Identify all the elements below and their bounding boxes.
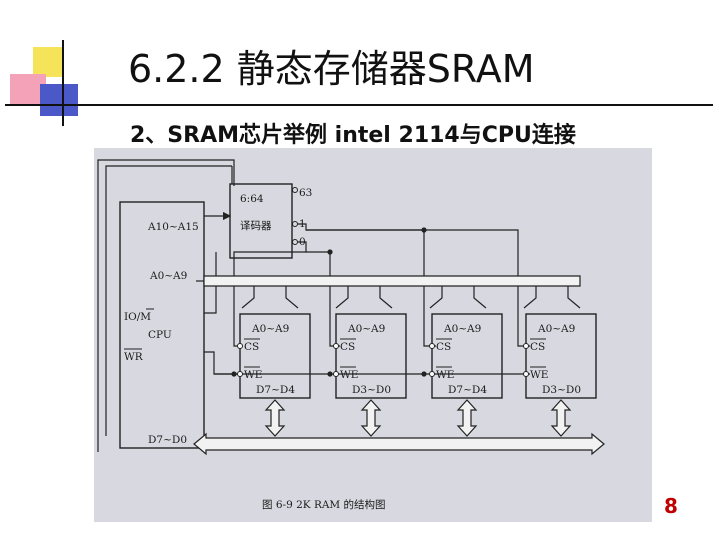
feedback-wires [97,159,235,452]
decoder-out-63: 63 [299,187,312,199]
circuit-diagram-photo: A10~A15 A0~A9 IO/M CPU WR D7~D0 6:64 译码器… [94,148,652,522]
chip-3-cs-label: CS [436,341,451,353]
address-and-control-wires [204,211,530,377]
decoder-ratio-label: 6:64 [240,193,264,205]
page-number: 8 [664,494,678,518]
cpu-io-m-label: IO/M [124,311,151,323]
chip-1-addr-label: A0~A9 [251,323,289,335]
memory-chip-2: A0~A9 CS WE D3~D0 [333,313,407,399]
chip-2-data-label: D3~D0 [352,384,391,396]
memory-chip-3: A0~A9 CS WE D7~D4 [429,313,503,399]
circuit-diagram: A10~A15 A0~A9 IO/M CPU WR D7~D0 6:64 译码器… [94,148,652,522]
cpu-name-label: CPU [148,329,172,341]
cpu-addr-lo-label: A0~A9 [149,270,187,282]
chip-3-addr-label: A0~A9 [443,323,481,335]
chip-2-we-label: WE [340,369,358,381]
slide-title: 6.2.2 静态存储器SRAM [128,47,535,91]
cpu-block: A10~A15 A0~A9 IO/M CPU WR D7~D0 [119,201,205,449]
slide-subtitle: 2、SRAM芯片举例 intel 2114与CPU连接 [130,123,576,148]
chip-2-addr-label: A0~A9 [347,323,385,335]
address-bus [196,275,581,309]
cpu-wr-label: WR [124,351,144,363]
cpu-addr-hi-label: A10~A15 [147,221,199,233]
chip-3-we-label: WE [436,369,454,381]
figure-caption: 图 6-9 2K RAM 的结构图 [262,498,386,511]
chip-3-data-label: D7~D4 [448,384,487,396]
horizontal-rule [5,104,713,106]
chip-4-we-label: WE [530,369,548,381]
chip-4-data-label: D3~D0 [542,384,581,396]
chip-4-addr-label: A0~A9 [537,323,575,335]
chip-data-arrows [264,399,572,437]
cpu-data-label: D7~D0 [148,434,187,446]
yellow-square-decoration [33,47,63,77]
chip-1-we-label: WE [244,369,262,381]
vertical-rule [62,40,64,126]
chip-2-cs-label: CS [340,341,355,353]
memory-chip-4: A0~A9 CS WE D3~D0 [523,313,597,399]
decoder-name-label: 译码器 [240,220,272,232]
chip-1-data-label: D7~D4 [256,384,295,396]
chip-1-cs-label: CS [244,341,259,353]
chip-4-cs-label: CS [530,341,545,353]
blue-square-decoration [40,84,78,116]
data-bus [193,432,605,456]
memory-chip-1: A0~A9 CS WE D7~D4 [237,313,311,399]
